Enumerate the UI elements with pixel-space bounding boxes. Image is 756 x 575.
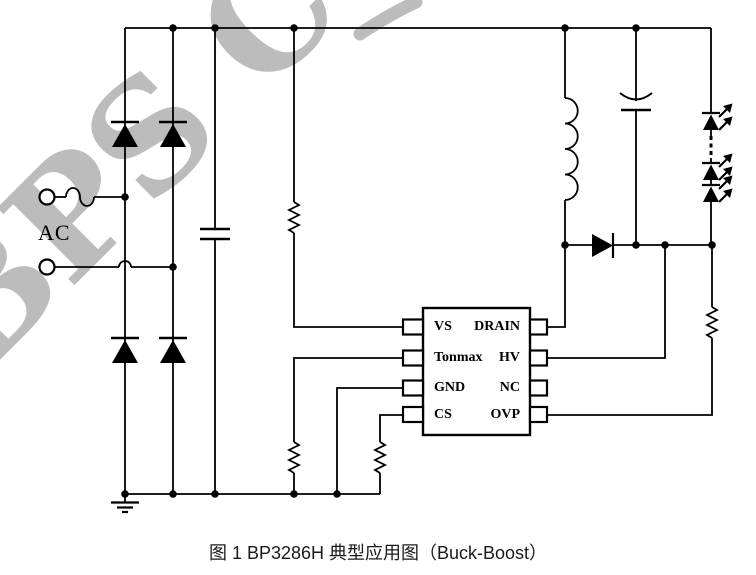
diode-icon [111, 120, 139, 147]
pin-label-drain: DRAIN [474, 319, 520, 334]
ic-bp3286h [401, 306, 549, 437]
pin-label-cs: CS [434, 406, 452, 422]
hv-branch [547, 245, 666, 359]
ovp-resistor [704, 306, 720, 339]
tonmax-resistor [286, 441, 302, 474]
freewheeling-diode [592, 233, 615, 258]
pin-label-nc: NC [499, 380, 520, 395]
ac-input-label: AC [38, 220, 71, 245]
ic-pin-gnd [401, 379, 425, 397]
ic-pin-tonmax [401, 349, 425, 367]
led-icon [702, 161, 720, 180]
startup-resistor [286, 201, 302, 234]
diode-icon [159, 336, 187, 363]
ic-pin-ovp [528, 405, 549, 424]
ic-pin-vs [401, 318, 425, 336]
led-icon [702, 183, 720, 202]
ac-terminal-bottom [38, 258, 56, 276]
light-arrows [717, 102, 734, 204]
pin-label-vs: VS [434, 319, 452, 334]
watermark-stroke [353, 0, 423, 41]
ac-bottom-wire-hop [54, 260, 173, 268]
inductor [564, 97, 579, 201]
pin-label-ovp: OVP [490, 406, 520, 422]
vs-branch [293, 28, 403, 328]
tonmax-branch [293, 357, 403, 494]
ground-symbol [111, 494, 139, 514]
diode-icon [111, 336, 139, 363]
cs-resistor [372, 441, 388, 474]
ac-terminal-top [38, 188, 56, 206]
ac-source [38, 187, 173, 276]
ic-pin-cs [401, 405, 425, 424]
ic-body [421, 306, 532, 437]
led-string [702, 102, 734, 204]
junction-dots [121, 24, 716, 498]
ic-pin-drain [528, 318, 549, 336]
gnd-branch [336, 387, 403, 494]
drain-branch [547, 245, 566, 328]
pin-label-gnd: GND [434, 380, 466, 395]
output-capacitor [619, 92, 653, 112]
cs-branch [379, 414, 403, 494]
ic-pin-nc [528, 379, 549, 397]
fuse-icon [65, 187, 95, 207]
diode-icon [159, 120, 187, 147]
ovp-branch [547, 245, 713, 416]
figure-caption: 图 1 BP3286H 典型应用图（Buck-Boost） [208, 543, 548, 563]
input-filter-capacitor [200, 227, 230, 241]
led-icon [702, 111, 720, 130]
pin-label-hv: HV [499, 350, 520, 365]
wires [124, 27, 713, 495]
ic-pin-hv [528, 349, 549, 367]
bridge-rectifier [111, 120, 187, 363]
pin-label-tonmax: Tonmax [434, 350, 483, 365]
